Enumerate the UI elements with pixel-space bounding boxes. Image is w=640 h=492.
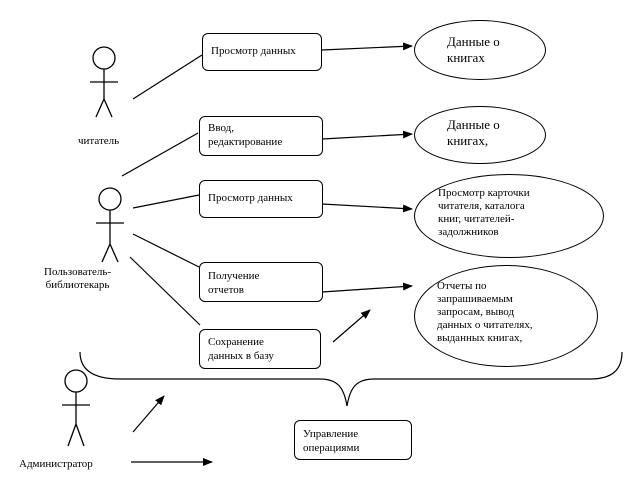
use-case-input-edit: Ввод, редактирование (199, 116, 323, 156)
result-book-data-2-text: Данные о книгах, (447, 117, 500, 148)
use-case-view-data-1: Просмотр данных (202, 33, 322, 71)
actor-admin-label: Администратор (19, 458, 93, 470)
reader-stick-figure (90, 46, 118, 118)
result-reports-text: Отчеты по запрашиваемым запросам, вывод … (437, 280, 533, 344)
result-reader-card-text: Просмотр карточки читателя, каталога кни… (438, 187, 530, 238)
result-reports: Отчеты по запрашиваемым запросам, вывод … (414, 265, 598, 367)
librarian-stick-figure (96, 187, 124, 263)
result-book-data-1-text: Данные о книгах (447, 34, 500, 65)
admin-stick-figure (62, 369, 90, 447)
actor-reader-label: читатель (78, 135, 120, 147)
use-case-save-data: Сохранение данных в базу (199, 329, 321, 369)
grouping-brace (79, 351, 623, 407)
use-case-get-reports: Получение отчетов (199, 262, 323, 302)
result-book-data-1: Данные о книгах (414, 20, 546, 80)
flow-arrows (131, 42, 413, 466)
result-reader-card: Просмотр карточки читателя, каталога кни… (414, 174, 604, 258)
use-case-manage-ops: Управление операциями (294, 420, 412, 460)
association-lines (121, 54, 203, 326)
use-case-view-data-2: Просмотр данных (199, 180, 323, 218)
result-book-data-2: Данные о книгах, (414, 106, 546, 164)
actor-librarian-label: Пользователь- библиотекарь (44, 266, 112, 291)
